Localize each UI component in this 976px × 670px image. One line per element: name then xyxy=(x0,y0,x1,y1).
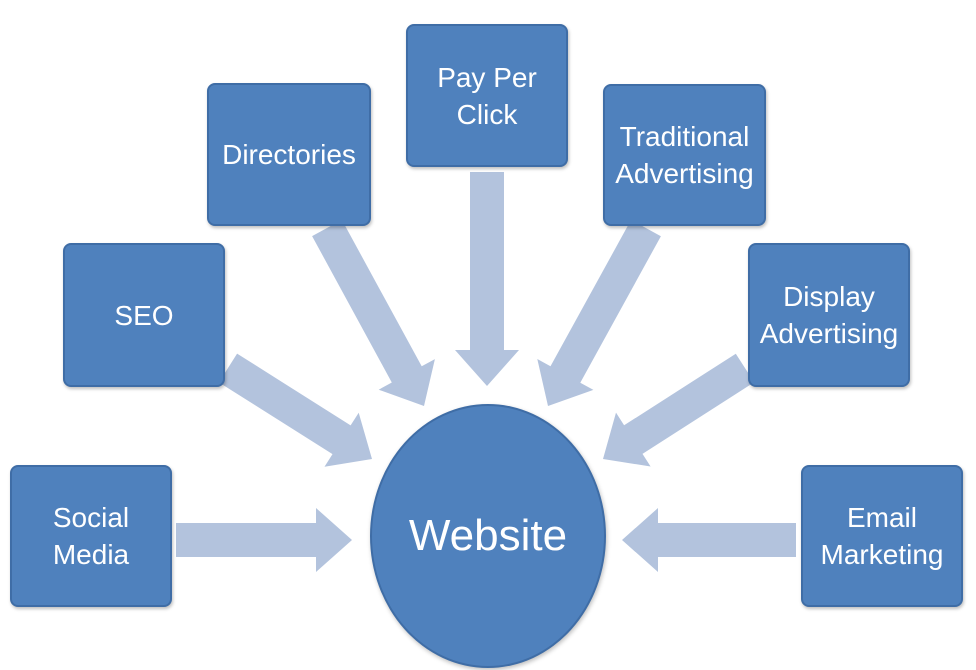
seo-box: SEO xyxy=(63,243,225,387)
directories-label: Directories xyxy=(222,139,356,170)
email-marketing-box: Email Marketing xyxy=(801,465,963,607)
social-media-label: Social Media xyxy=(52,502,130,570)
pay-per-click-box: Pay Per Click xyxy=(406,24,568,167)
arrow-display xyxy=(603,353,755,467)
arrow-email xyxy=(622,508,796,572)
social-media-box: Social Media xyxy=(10,465,172,607)
website-hub: Website xyxy=(370,404,606,668)
arrow-trad xyxy=(537,219,661,406)
arrow-social xyxy=(176,508,352,572)
traditional-advertising-label: Traditional Advertising xyxy=(615,121,754,189)
display-advertising-label: Display Advertising xyxy=(759,281,899,349)
email-marketing-label: Email Marketing xyxy=(820,502,944,570)
arrow-seo xyxy=(218,353,372,467)
display-advertising-box: Display Advertising xyxy=(748,243,910,387)
arrow-ppc xyxy=(455,172,519,386)
directories-box: Directories xyxy=(207,83,371,226)
seo-label: SEO xyxy=(114,299,174,331)
pay-per-click-label: Pay Per Click xyxy=(437,61,537,130)
arrow-dir xyxy=(312,219,435,406)
traditional-advertising-box: Traditional Advertising xyxy=(603,84,766,226)
website-label: Website xyxy=(408,511,568,560)
